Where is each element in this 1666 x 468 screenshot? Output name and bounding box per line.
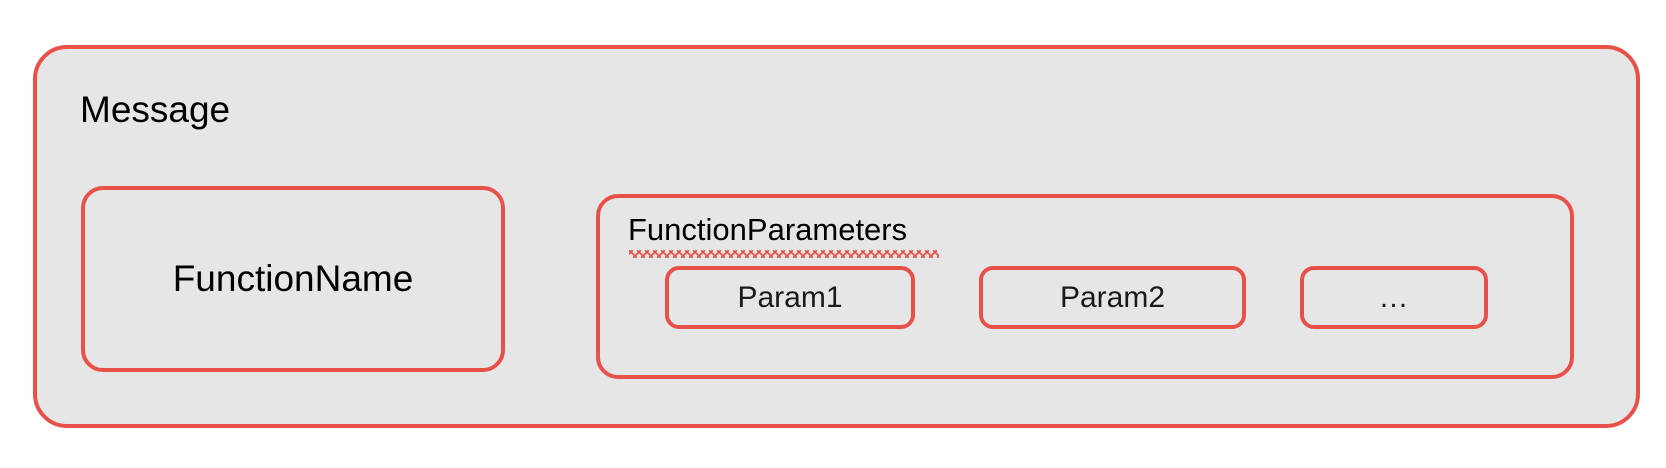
parameter-box-ellipsis[interactable]: … <box>1300 266 1488 329</box>
function-parameters-box[interactable]: FunctionParameters Param1 Param2 … <box>596 194 1574 379</box>
function-name-label: FunctionName <box>172 258 414 299</box>
parameter-box-2[interactable]: Param2 <box>979 266 1246 329</box>
parameter-boxes-row: Param1 Param2 … <box>600 198 1570 375</box>
parameter-label: Param2 <box>1059 280 1166 314</box>
spellcheck-squiggle-underline <box>629 250 939 258</box>
parameter-label: Param1 <box>737 280 843 314</box>
message-box[interactable]: Message FunctionName FunctionParameters … <box>33 45 1640 428</box>
function-parameters-title: FunctionParameters <box>628 212 908 247</box>
message-title: Message <box>80 89 231 130</box>
parameter-box-1[interactable]: Param1 <box>665 266 915 329</box>
parameter-label: … <box>1378 280 1410 314</box>
function-name-box[interactable]: FunctionName <box>81 186 505 372</box>
